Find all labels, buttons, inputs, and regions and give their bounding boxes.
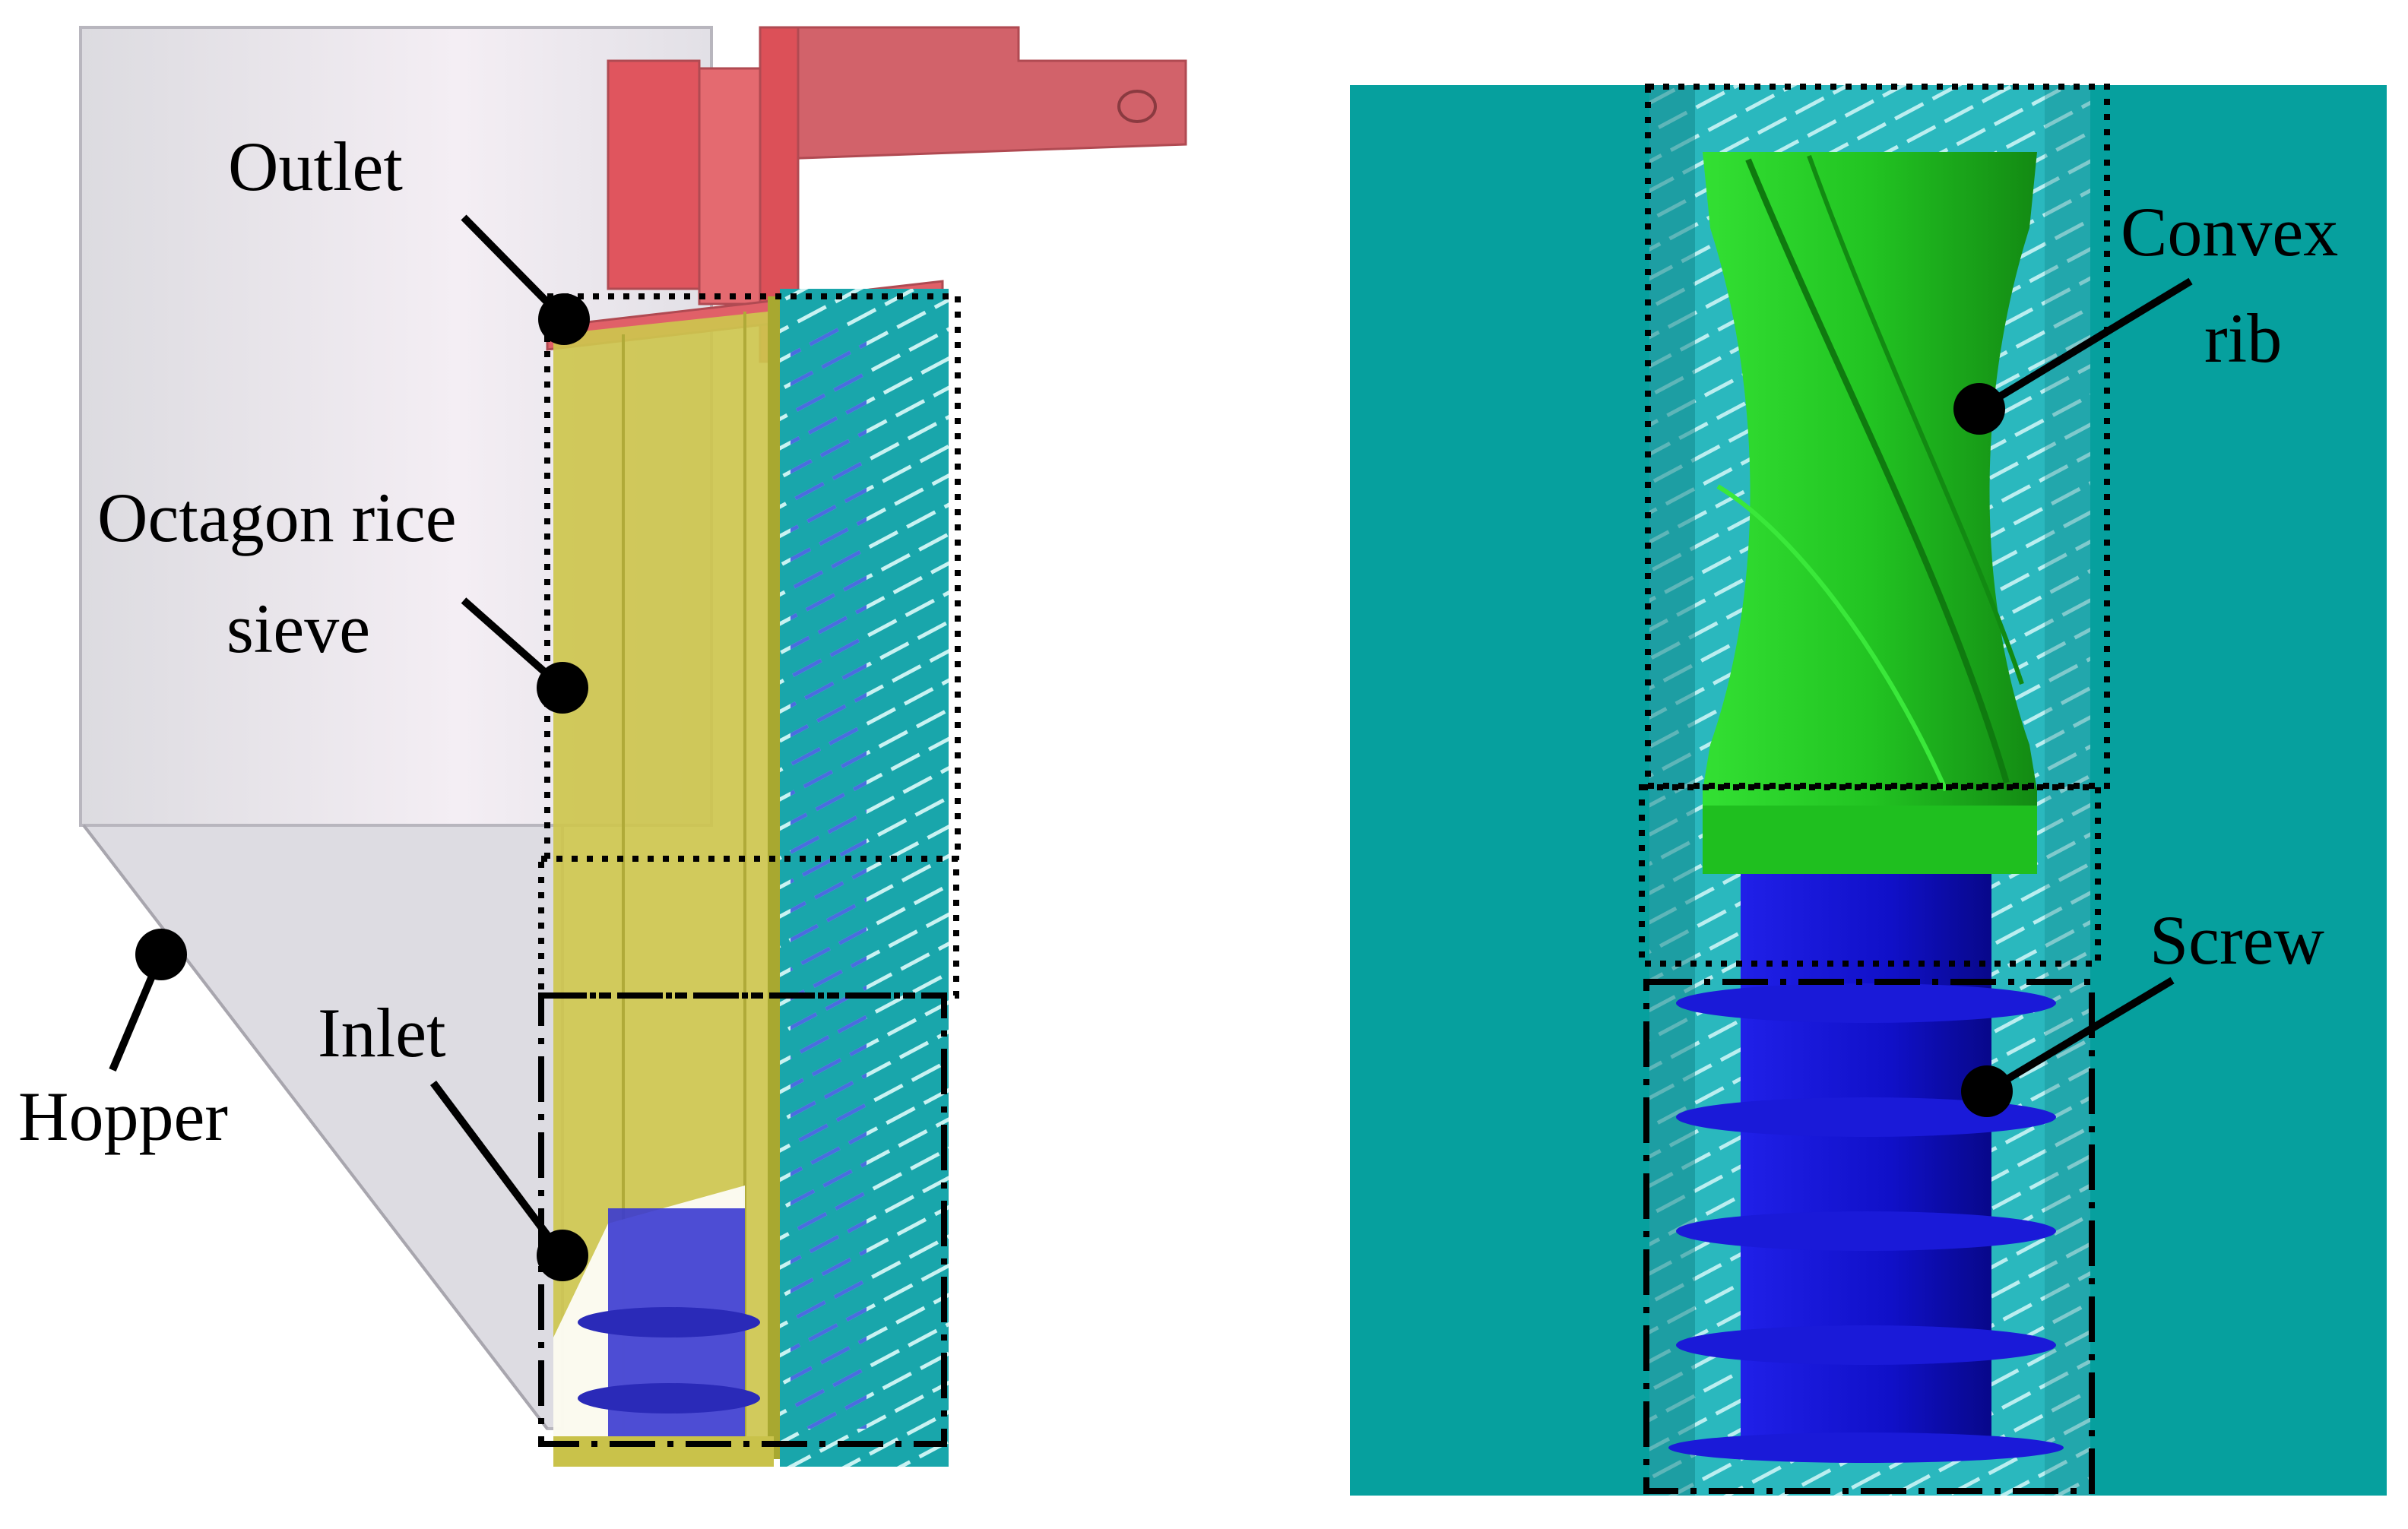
marker-sieve bbox=[537, 662, 588, 714]
leader-screw bbox=[1985, 977, 2175, 1095]
transition-frame bbox=[1639, 784, 2101, 967]
label-inlet: Inlet bbox=[318, 994, 446, 1072]
left-panel: Outlet Octagon rice sieve Inlet Hopper bbox=[18, 26, 1187, 1467]
leader-convex bbox=[1977, 277, 2193, 413]
sieve-frame-mid bbox=[538, 856, 959, 999]
convex-rib bbox=[1703, 152, 2037, 874]
leader-inlet bbox=[429, 1081, 566, 1258]
rib-frame bbox=[1645, 84, 2110, 789]
label-sieve-line1: Octagon rice bbox=[97, 479, 457, 556]
label-convex-line2: rib bbox=[2204, 299, 2282, 377]
right-panel: Convex rib Screw bbox=[1350, 84, 2387, 1496]
label-sieve-line2: sieve bbox=[227, 590, 370, 667]
rice-sieve bbox=[553, 296, 780, 1467]
screw-frame bbox=[1643, 979, 2095, 1494]
marker-outlet bbox=[538, 293, 590, 345]
marker-screw bbox=[1961, 1065, 2013, 1117]
label-hopper: Hopper bbox=[18, 1078, 228, 1155]
screw bbox=[1668, 874, 2064, 1463]
marker-inlet bbox=[537, 1230, 588, 1281]
marker-hopper bbox=[135, 929, 187, 980]
sieve-frame-bottom bbox=[538, 992, 947, 1447]
label-outlet: Outlet bbox=[228, 128, 403, 205]
label-screw: Screw bbox=[2150, 901, 2324, 979]
left-screen bbox=[780, 289, 949, 1467]
label-convex-line1: Convex bbox=[2121, 193, 2338, 271]
marker-convex bbox=[1953, 383, 2005, 435]
